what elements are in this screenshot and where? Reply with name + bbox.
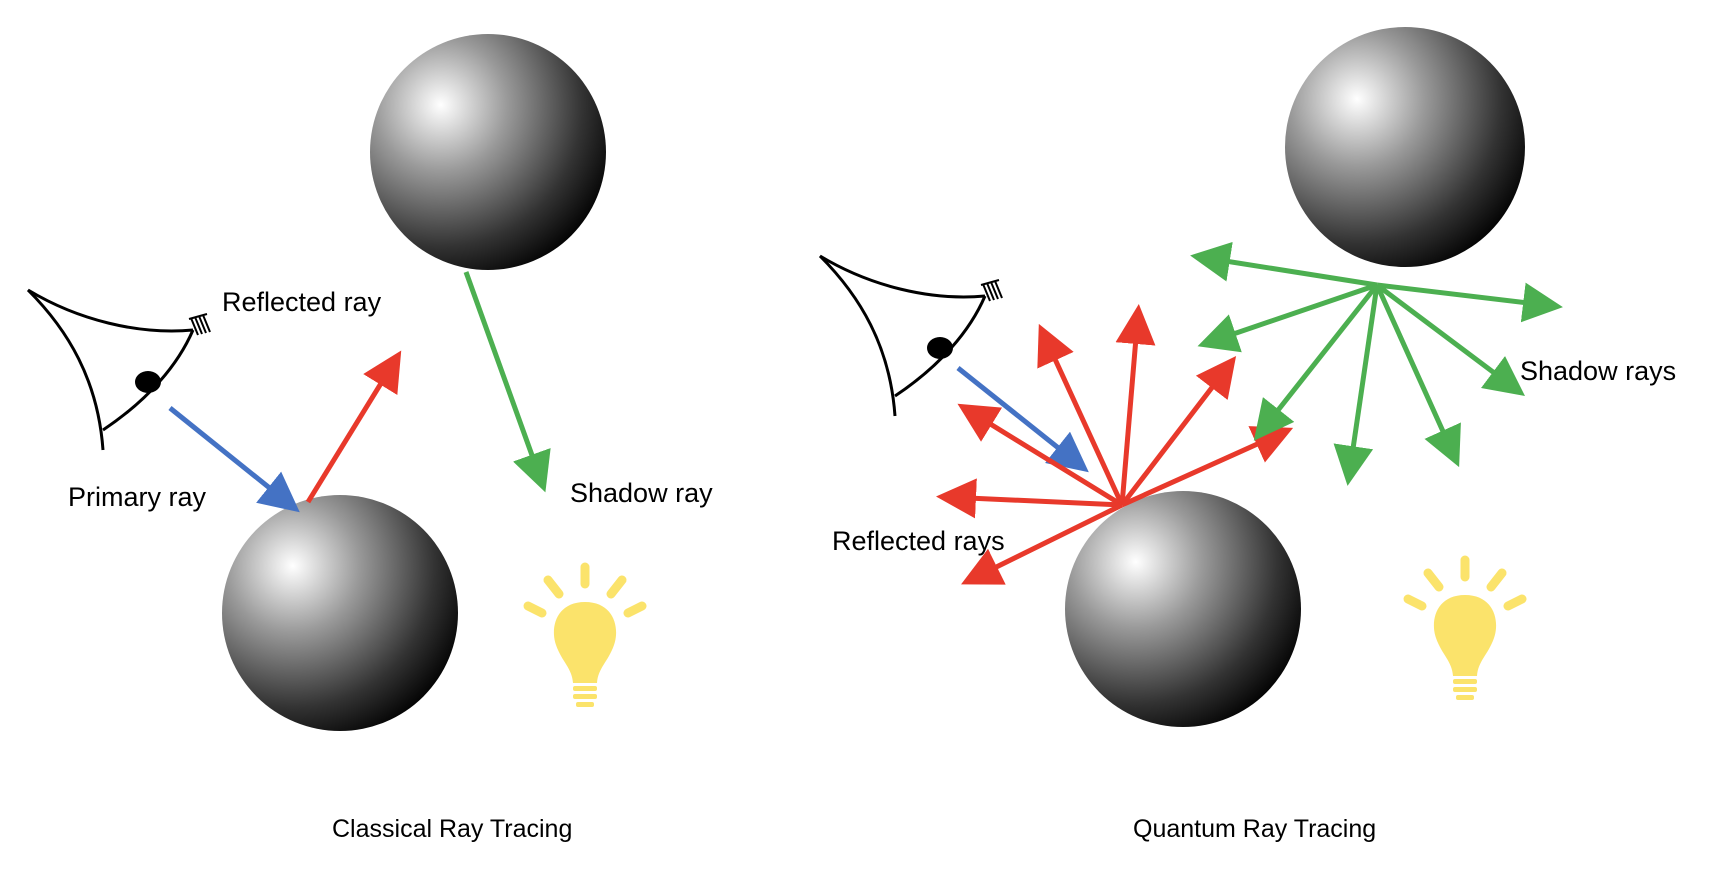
reflected-rays (936, 304, 1294, 585)
reflected-ray-label: Reflected ray (222, 287, 382, 317)
primary-ray-arrow (168, 406, 300, 513)
shadow-ray-arrow (463, 271, 551, 493)
shadow-ray-arrow (1190, 241, 1378, 288)
reflected-ray-arrow (957, 403, 1124, 508)
light-bulb-icon (1403, 555, 1527, 700)
light-bulb-icon (523, 562, 647, 707)
shadow-rays (1190, 241, 1563, 486)
eye-icon (26, 288, 211, 451)
classical-panel: Reflected ray Primary ray Shadow ray Cla… (26, 34, 713, 843)
shadow-ray-arrow (1253, 283, 1379, 441)
reflected-ray-arrow (961, 502, 1124, 585)
primary-ray-label: Primary ray (68, 482, 207, 512)
primary-ray-arrow (956, 366, 1089, 473)
shadow-ray-arrow (1197, 282, 1378, 353)
reflected-ray-arrow (1120, 356, 1237, 507)
shadow-ray-arrow (1333, 284, 1380, 486)
quantum-panel: Shadow rays Reflected rays Quantum Ray T… (818, 27, 1676, 843)
reflected-ray-arrow (1037, 323, 1125, 507)
shadow-ray-arrow (1375, 283, 1525, 396)
shadow-ray-arrow (1376, 282, 1563, 323)
bottom-sphere (1065, 491, 1301, 727)
eye-icon (818, 254, 1003, 417)
top-sphere (1285, 27, 1525, 267)
top-sphere (370, 34, 606, 270)
reflected-ray-arrow (1120, 426, 1294, 508)
bottom-sphere (222, 495, 458, 731)
reflected-ray-arrow (305, 350, 402, 504)
shadow-ray-arrow (1374, 283, 1461, 468)
quantum-caption: Quantum Ray Tracing (1133, 815, 1376, 843)
reflected-ray-arrow (936, 478, 1123, 519)
shadow-rays-label: Shadow rays (1520, 356, 1676, 386)
reflected-ray-arrow (1115, 304, 1156, 506)
shadow-ray-label: Shadow ray (570, 478, 713, 508)
reflected-rays-label: Reflected rays (832, 526, 1005, 556)
classical-caption: Classical Ray Tracing (332, 815, 572, 843)
